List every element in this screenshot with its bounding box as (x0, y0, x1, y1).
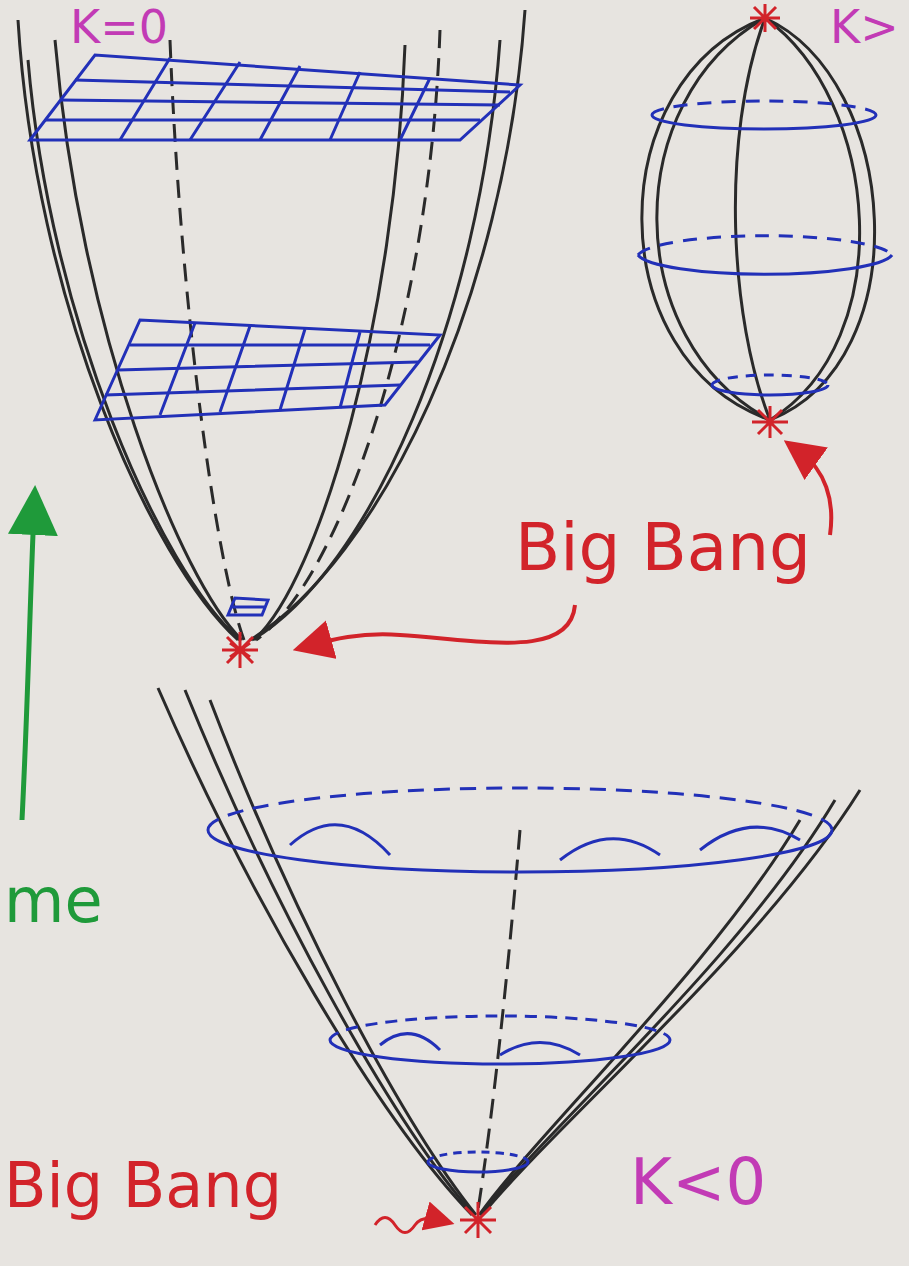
time-arrow (22, 510, 34, 820)
curvature-label: K> (830, 4, 899, 50)
big-bang-label: Big Bang (515, 515, 811, 581)
open-rings (208, 788, 832, 1172)
big-bang-label: Big Bang (4, 1155, 282, 1217)
axis-label: me (4, 870, 103, 932)
big-bang-star (750, 4, 788, 438)
flat-grid (30, 55, 520, 615)
big-bang-star (222, 632, 258, 668)
open-cone (158, 688, 860, 1215)
big-bang-star (460, 1202, 496, 1238)
closed-rings (638, 101, 892, 395)
curvature-label: K=0 (70, 4, 168, 50)
curvature-label: K<0 (630, 1150, 766, 1214)
pointer-arrow (375, 1218, 440, 1233)
pointer-arrow (312, 605, 575, 645)
closed-sphere (642, 18, 875, 420)
flat-bowl (18, 10, 525, 640)
